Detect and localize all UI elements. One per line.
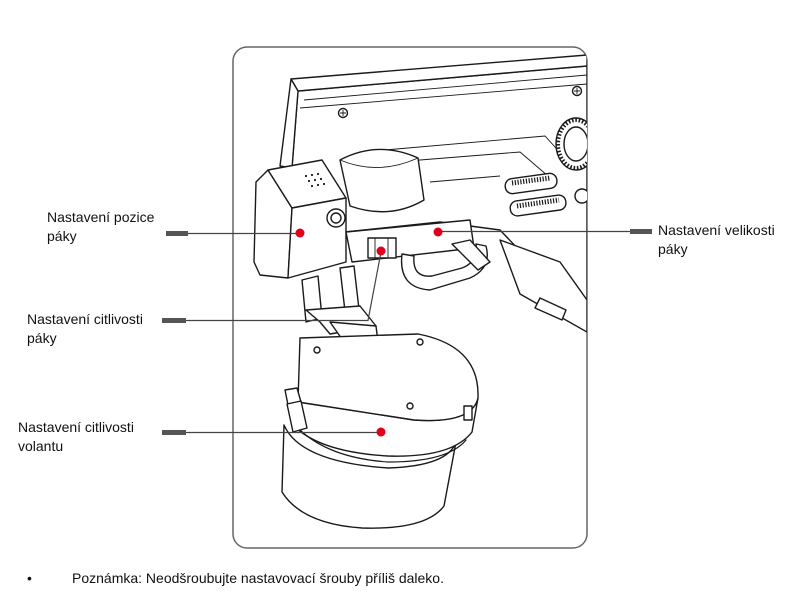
label-line-1: Nastavení velikosti (658, 222, 775, 238)
leader-lever-position (166, 231, 300, 236)
device-small-knob (574, 188, 587, 204)
label-lever-position: Nastavení pozice páky (47, 208, 154, 246)
marker-lever-sensitivity-screw (376, 246, 386, 256)
device-ribbed-slot (504, 172, 558, 195)
device-screw (406, 402, 414, 410)
label-lever-sensitivity: Nastavení citlivosti páky (27, 310, 143, 348)
label-line-1: Nastavení citlivosti (27, 311, 143, 327)
label-wheel-sensitivity: Nastavení citlivosti volantu (18, 418, 134, 456)
device-panel-line (429, 175, 501, 183)
leader-wheel-sensitivity (162, 430, 381, 435)
marker-wheel-sensitivity-screw (376, 427, 386, 437)
leader-line (186, 251, 382, 322)
device-screw (416, 338, 424, 346)
device-extension-slot (534, 297, 567, 321)
leader-bar (162, 318, 186, 323)
note-bullet: • (27, 570, 32, 586)
device-illustration (253, 54, 587, 529)
device-block-hole (326, 208, 346, 228)
marker-lever-position-screw (295, 228, 305, 238)
device-side-clip (463, 405, 473, 421)
device-screw (337, 107, 349, 119)
label-line-2: páky (658, 241, 688, 257)
device-grille (304, 172, 326, 188)
label-line-1: Nastavení pozice (47, 209, 155, 225)
device-gripper (400, 243, 488, 291)
note-text: Poznámka: Neodšroubujte nastavovací šrou… (72, 570, 444, 586)
device-screw (313, 346, 321, 354)
leader-bar (162, 430, 186, 435)
device-gripper-tab (451, 239, 491, 271)
device-housing-edge-line (299, 83, 587, 109)
leader-lever-sensitivity (162, 251, 382, 323)
marker-lever-size-screw (433, 227, 443, 237)
device-puck-groove (299, 429, 467, 463)
device-ribbed-slot (509, 194, 567, 217)
device-side-bracket (286, 400, 308, 433)
leader-bar (630, 229, 652, 234)
device-knurled-knob (555, 117, 587, 171)
label-lever-size: Nastavení velikosti páky (658, 221, 775, 259)
leader-lever-size (438, 229, 652, 234)
label-line-1: Nastavení citlivosti (18, 419, 134, 435)
device-puck-top (297, 333, 479, 422)
device-housing-edge-line (303, 74, 587, 101)
label-line-2: páky (47, 228, 77, 244)
label-line-2: volantu (18, 438, 64, 454)
leader-bar (166, 231, 188, 236)
device-screw (571, 85, 583, 97)
device-cylinder-knob (339, 148, 425, 213)
label-line-2: páky (27, 330, 57, 346)
device-panel-line (394, 151, 549, 177)
